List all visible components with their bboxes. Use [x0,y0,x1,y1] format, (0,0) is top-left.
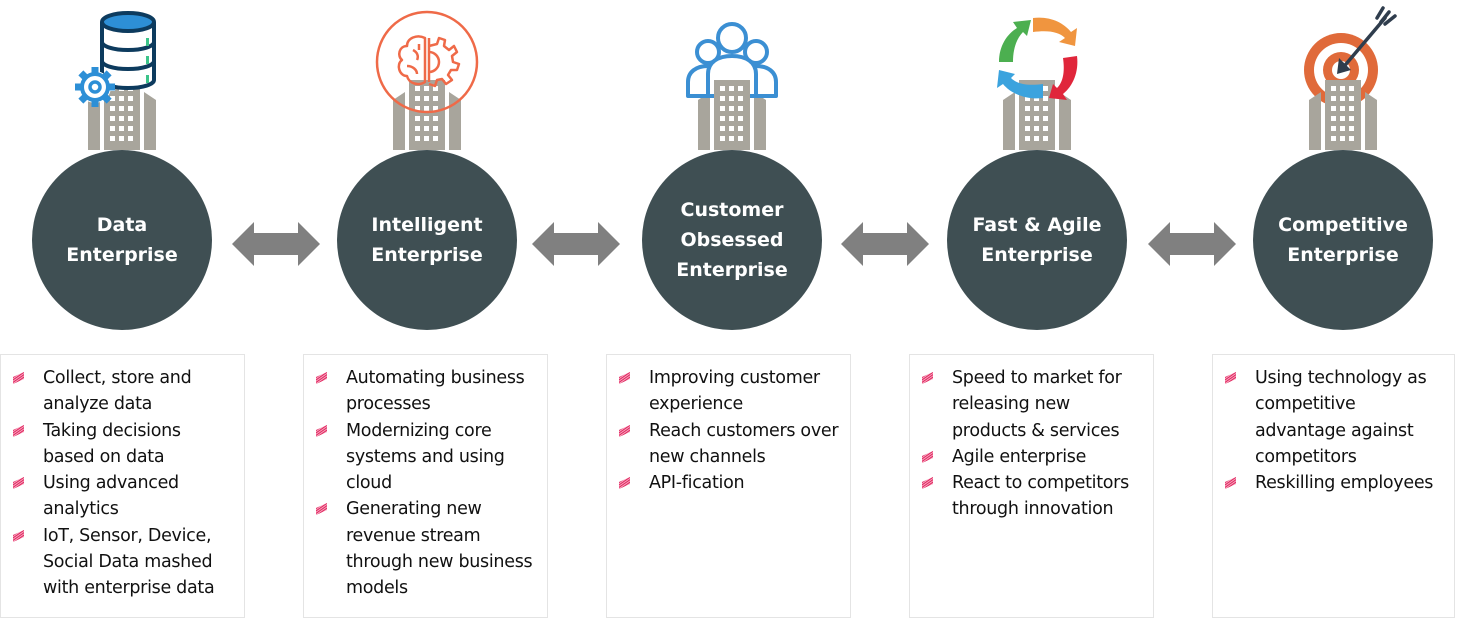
stage-data-enterprise: Data Enterprise [22,0,222,638]
stage-title: Intelligent Enterprise [371,214,483,266]
bullet-item: Improving customer experience [619,365,842,418]
hatched-bullet-icon [316,424,327,437]
stage-description-box: Using technology as competitive advantag… [1212,354,1455,618]
bullet-text: Improving customer experience [649,368,820,415]
bullet-text: Taking decisions based on data [43,420,181,467]
bullet-item: Modernizing core systems and using cloud [316,418,539,497]
bullet-item: React to competitors through innovation [922,470,1145,523]
bullet-list: Speed to market for releasing new produc… [922,365,1145,523]
double-arrow-icon [532,222,620,266]
bullet-item: Taking decisions based on data [13,418,236,471]
stage-title: Competitive Enterprise [1278,214,1408,266]
hatched-bullet-icon [619,477,630,490]
hatched-bullet-icon [13,477,24,490]
stage-description-box: Speed to market for releasing new produc… [909,354,1154,618]
hatched-bullet-icon [619,424,630,437]
bullet-item: Reach customers over new channels [619,418,842,471]
bullet-item: API-fication [619,470,842,496]
bullet-text: Agile enterprise [952,446,1087,467]
double-arrow-icon [1148,222,1236,266]
bullet-item: Agile enterprise [922,444,1145,470]
double-arrow-icon [232,222,320,266]
database-gear-building-icon [75,11,156,150]
target-arrow-building-icon [1304,6,1397,150]
hatched-bullet-icon [1225,477,1236,490]
hatched-bullet-icon [13,424,24,437]
stage-intelligent-enterprise: Intelligent Enterprise [327,0,527,638]
bullet-text: Collect, store and analyze data [43,368,192,415]
stage-title: Data Enterprise [66,214,178,266]
bullet-item: Automating business processes [316,365,539,418]
bullet-text: Speed to market for releasing new produc… [952,368,1122,441]
stage-circle: Intelligent Enterprise [337,150,517,330]
bullet-item: Speed to market for releasing new produc… [922,365,1145,444]
bullet-item: Collect, store and analyze data [13,365,236,418]
stage-circle: Fast & Agile Enterprise [947,150,1127,330]
bullet-text: IoT, Sensor, Device, Social Data mashed … [43,525,215,599]
hatched-bullet-icon [13,529,24,542]
stage-fast-agile-enterprise: Fast & Agile Enterprise [937,0,1137,638]
stage-circle: Customer Obsessed Enterprise [642,150,822,330]
hatched-bullet-icon [13,372,24,384]
stage-title: Customer Obsessed Enterprise [676,199,788,281]
bullet-item: Generating new revenue stream through ne… [316,496,539,601]
hatched-bullet-icon [316,372,327,384]
bullet-item: IoT, Sensor, Device, Social Data mashed … [13,523,236,602]
stage-title: Fast & Agile Enterprise [972,214,1102,266]
double-arrow-icon [841,222,929,266]
people-group-building-icon [686,22,778,150]
stage-circle: Competitive Enterprise [1253,150,1433,330]
bullet-text: Using technology as competitive advantag… [1255,368,1427,467]
bullet-text: API-fication [649,473,745,494]
cycle-arrows-building-icon [997,17,1078,150]
bullet-text: React to competitors through innovation [952,473,1129,520]
bullet-text: Generating new revenue stream through ne… [346,499,533,599]
bullet-item: Reskilling employees [1225,470,1446,496]
stage-circle: Data Enterprise [32,150,212,330]
hatched-bullet-icon [922,372,933,384]
bullet-text: Automating business processes [346,368,525,415]
bullet-text: Using advanced analytics [43,473,179,520]
stage-competitive-enterprise: Competitive Enterprise [1243,0,1443,638]
stage-customer-obsessed-enterprise: Customer Obsessed Enterprise [632,0,832,638]
bullet-text: Modernizing core systems and using cloud [346,420,505,494]
hatched-bullet-icon [922,450,933,463]
bullet-text: Reach customers over new channels [649,420,839,467]
bullet-item: Using advanced analytics [13,470,236,523]
bullet-list: Using technology as competitive advantag… [1225,365,1446,496]
brain-gear-building-icon [375,10,479,150]
hatched-bullet-icon [1225,372,1236,384]
hatched-bullet-icon [316,503,327,516]
hatched-bullet-icon [922,477,933,490]
bullet-item: Using technology as competitive advantag… [1225,365,1446,470]
hatched-bullet-icon [619,372,630,384]
bullet-text: Reskilling employees [1255,473,1434,494]
